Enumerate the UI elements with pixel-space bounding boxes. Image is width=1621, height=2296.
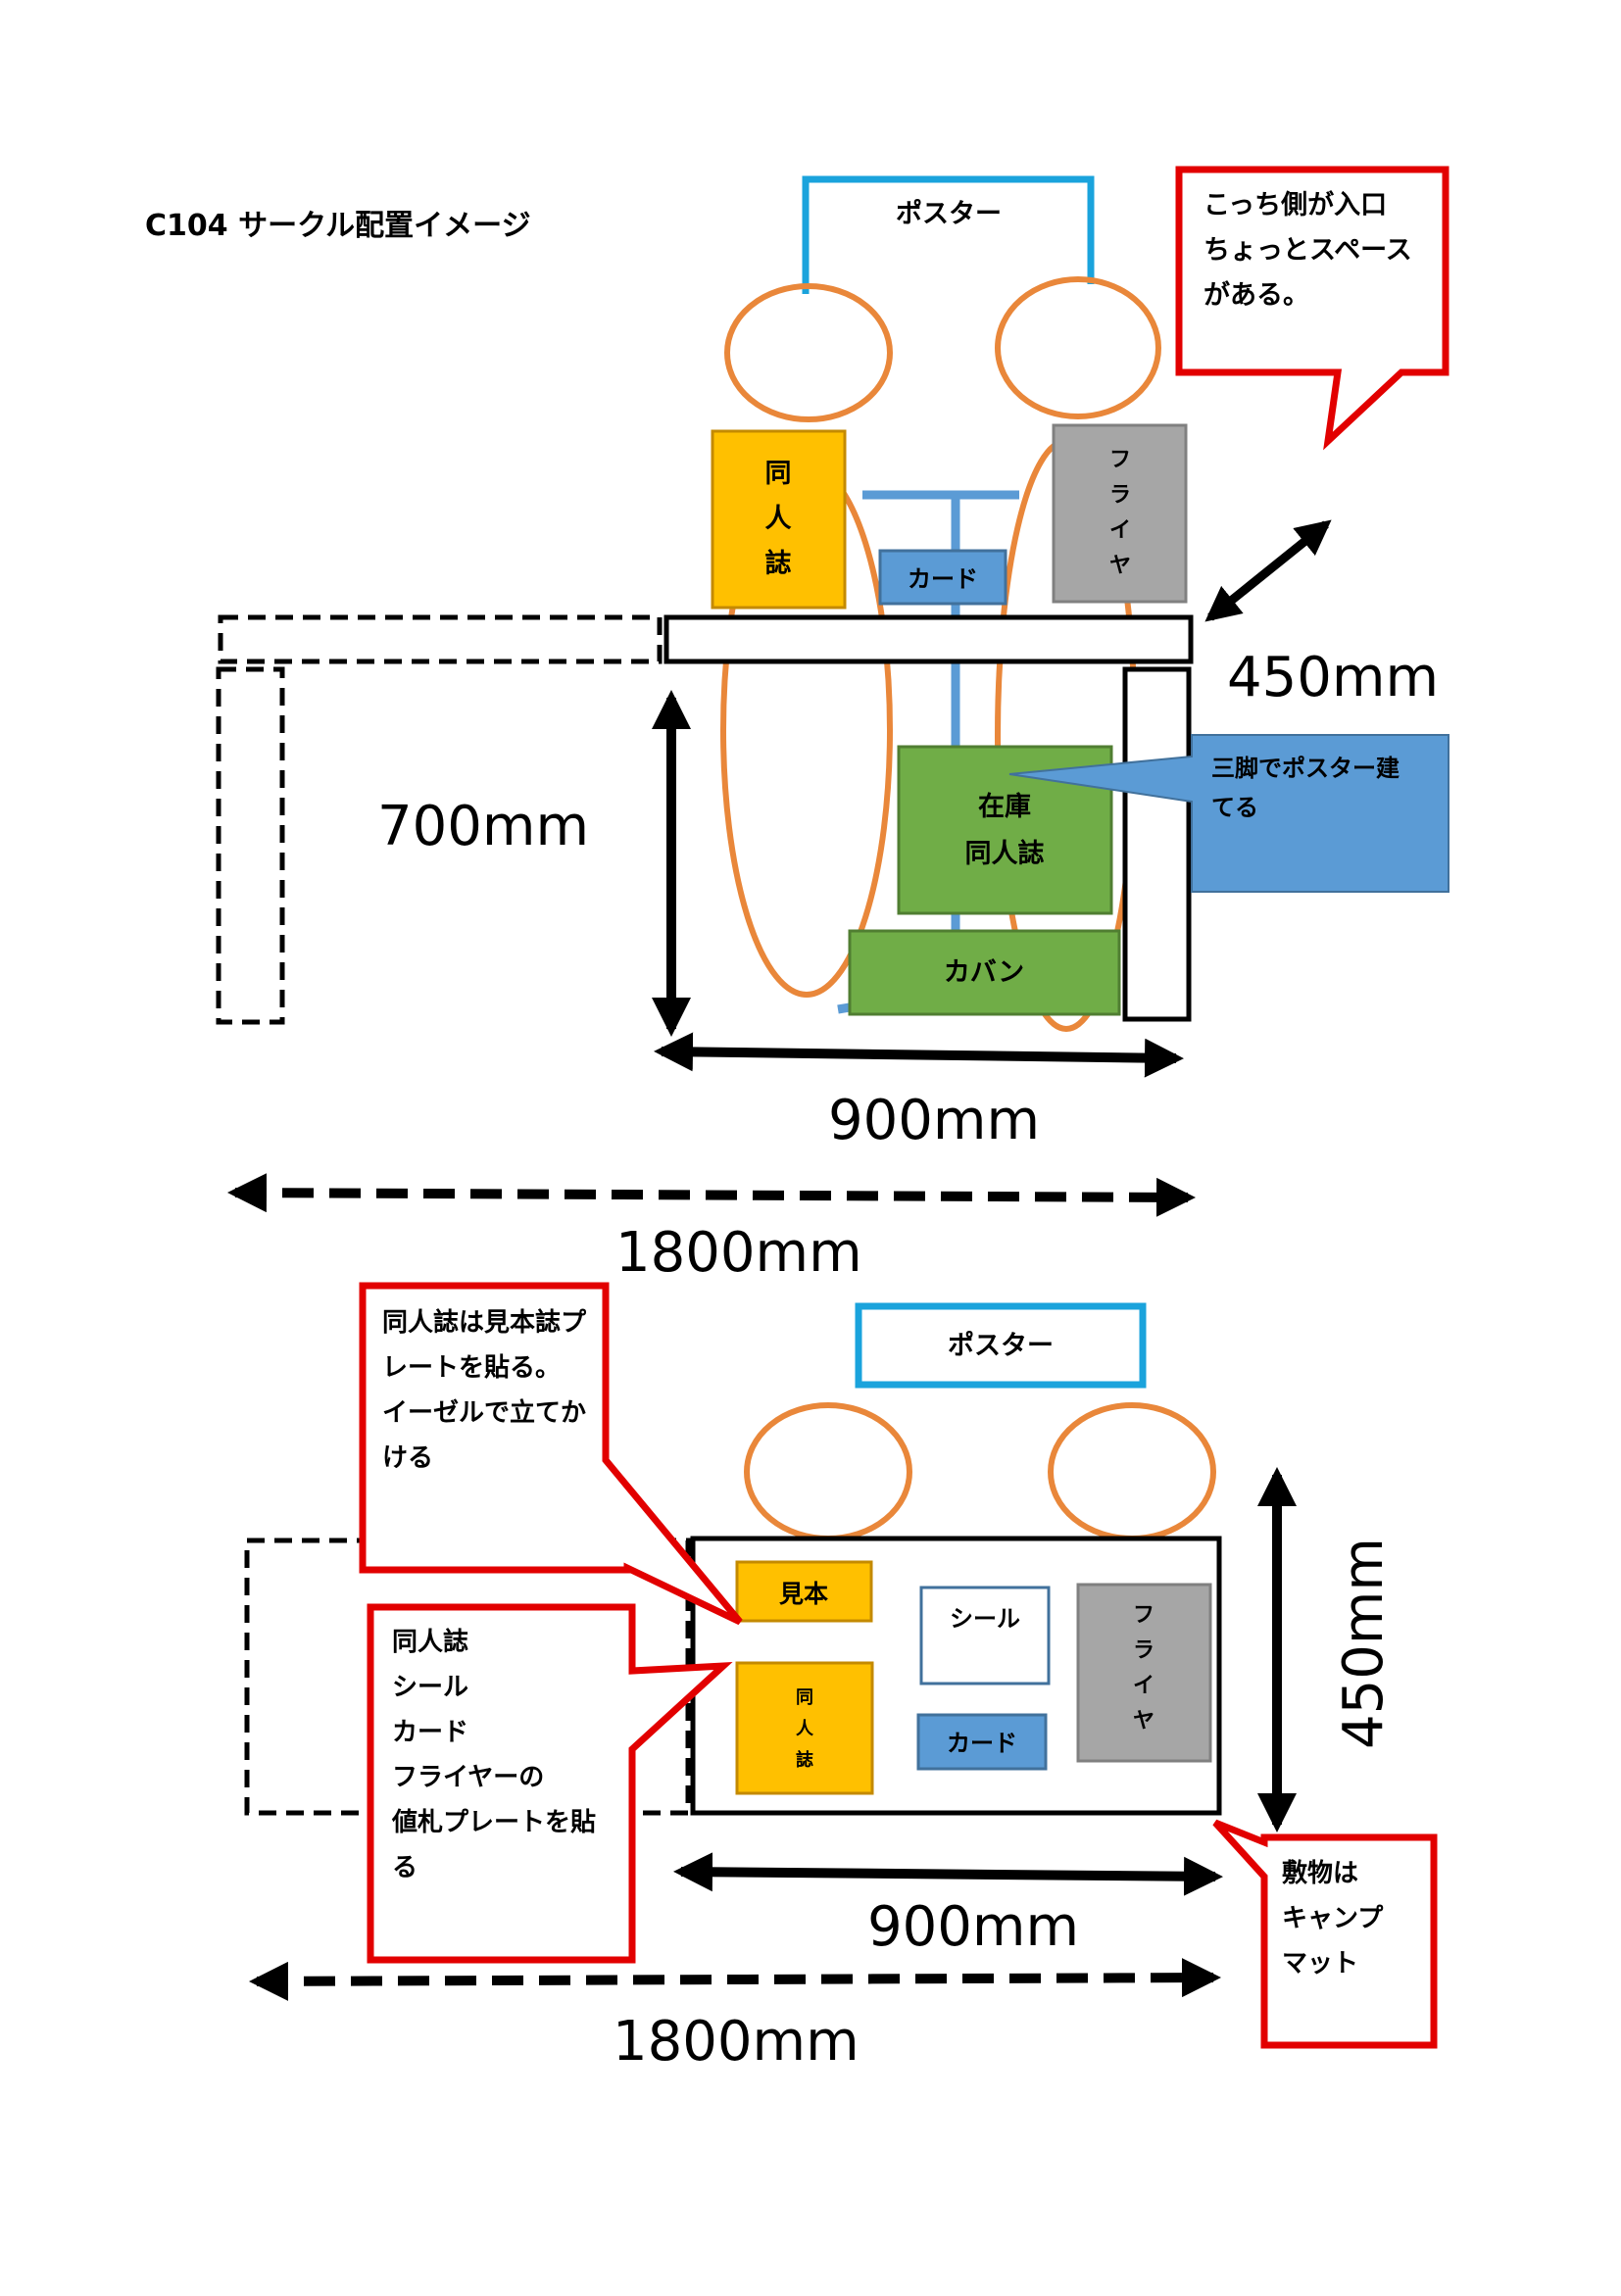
sample-box xyxy=(735,1560,873,1623)
bag-label: カバン xyxy=(944,957,1024,988)
flyer-box-bottom xyxy=(1076,1583,1212,1763)
flyer-label-top-2: ラ xyxy=(1109,483,1131,508)
person-head-right xyxy=(995,276,1161,419)
doujinshi-label-bottom-3: 誌 xyxy=(796,1749,813,1771)
bag-box xyxy=(848,929,1121,1016)
sample-note-callout xyxy=(359,1282,743,1626)
flyer-label-bottom-1: フ xyxy=(1133,1603,1154,1628)
doujinshi-label-top-1: 同 xyxy=(765,459,792,489)
flyer-label-top-4: ヤ xyxy=(1109,554,1131,578)
tripod-note-2: てる xyxy=(1211,794,1258,821)
doujinshi-label-top-3: 誌 xyxy=(765,548,792,579)
height-label-top: 700mm xyxy=(377,795,589,858)
sample-note-1: 同人誌は見本誌プ xyxy=(382,1307,587,1338)
doujinshi-box-top xyxy=(711,429,847,610)
price-note-4: フライヤーの xyxy=(392,1763,544,1792)
poster-box-bottom xyxy=(855,1302,1147,1389)
card-label-bottom: カード xyxy=(947,1730,1017,1757)
mat-note-2: キャンプ xyxy=(1282,1904,1384,1933)
poster-label-bottom: ポスター xyxy=(948,1331,1054,1361)
width-arrow-bottom xyxy=(673,1852,1223,1896)
doujinshi-box-bottom xyxy=(735,1661,874,1795)
seal-box xyxy=(919,1586,1051,1685)
depth-arrow-top xyxy=(1204,519,1332,622)
page-title: C104 サークル配置イメージ xyxy=(145,209,531,243)
entrance-callout xyxy=(1175,166,1449,451)
person-head-right-bottom xyxy=(1048,1402,1216,1541)
price-note-6: る xyxy=(392,1853,418,1882)
person-head-left-bottom xyxy=(744,1402,912,1541)
sample-note-4: ける xyxy=(382,1443,433,1473)
poster-label-top: ポスター xyxy=(896,199,1002,229)
doujinshi-label-bottom-1: 同 xyxy=(796,1687,813,1708)
neighbor-table-leg xyxy=(216,666,285,1025)
flyer-label-bottom-4: ヤ xyxy=(1133,1709,1154,1734)
total-arrow-top xyxy=(227,1173,1196,1217)
doujinshi-label-bottom-2: 人 xyxy=(796,1719,814,1739)
bottom-diagram: ポスター 見本 同 人 誌 シール カード フ ラ イ ヤ 同人誌は見本誌プ レ… xyxy=(244,1282,1438,2074)
mat-note-callout xyxy=(1212,1819,1438,2049)
stock-label-1: 在庫 xyxy=(978,792,1031,822)
price-note-5: 値札プレートを貼 xyxy=(391,1807,596,1837)
depth-label-top: 450mm xyxy=(1227,646,1439,709)
tripod-note-1: 三脚でポスター建 xyxy=(1211,755,1400,782)
flyer-label-bottom-3: イ xyxy=(1133,1674,1154,1698)
mat-note-3: マット xyxy=(1282,1949,1358,1978)
flyer-label-bottom-2: ラ xyxy=(1133,1638,1154,1663)
price-note-2: シール xyxy=(392,1673,468,1702)
total-arrow-bottom xyxy=(249,1958,1221,2001)
sample-note-2: レートを貼る。 xyxy=(382,1352,561,1383)
mat-note-1: 敷物は xyxy=(1282,1858,1358,1888)
price-note-1: 同人誌 xyxy=(392,1627,468,1657)
total-label-top: 1800mm xyxy=(615,1221,862,1285)
poster-frame-top xyxy=(802,175,1095,294)
card-box-top xyxy=(878,549,1007,606)
flyer-box-top xyxy=(1052,423,1188,604)
width-label-bottom: 900mm xyxy=(867,1895,1079,1959)
table-top xyxy=(663,614,1194,664)
width-label-top: 900mm xyxy=(828,1089,1040,1152)
sample-note-3: イーゼルで立てか xyxy=(382,1397,586,1428)
entrance-note-2: ちょっとスペース xyxy=(1203,235,1412,266)
card-box-bottom xyxy=(916,1713,1048,1771)
card-label-top: カード xyxy=(908,565,978,593)
tripod-callout xyxy=(1008,734,1449,893)
stock-label-2: 同人誌 xyxy=(965,838,1045,869)
sample-label: 見本 xyxy=(779,1580,828,1608)
width-arrow-top xyxy=(654,1032,1184,1078)
doujinshi-label-top-2: 人 xyxy=(765,504,792,534)
entrance-note-3: がある。 xyxy=(1203,279,1309,311)
top-diagram: ポスター 同 人 誌 カード フ ラ イ ヤ 在庫 同人誌 カバン xyxy=(216,166,1449,1285)
person-head-left xyxy=(724,283,893,422)
total-label-bottom: 1800mm xyxy=(613,2010,860,2074)
seal-label: シール xyxy=(950,1605,1020,1633)
price-note-3: カード xyxy=(392,1718,468,1747)
flyer-label-top-3: イ xyxy=(1109,518,1131,543)
flyer-label-top-1: フ xyxy=(1109,448,1131,472)
table-leg xyxy=(1122,666,1192,1022)
neighbor-table-top xyxy=(218,614,663,664)
depth-label-bottom: 450mm xyxy=(1332,1538,1396,1749)
entrance-note-1: こっち側が入口 xyxy=(1203,189,1387,220)
